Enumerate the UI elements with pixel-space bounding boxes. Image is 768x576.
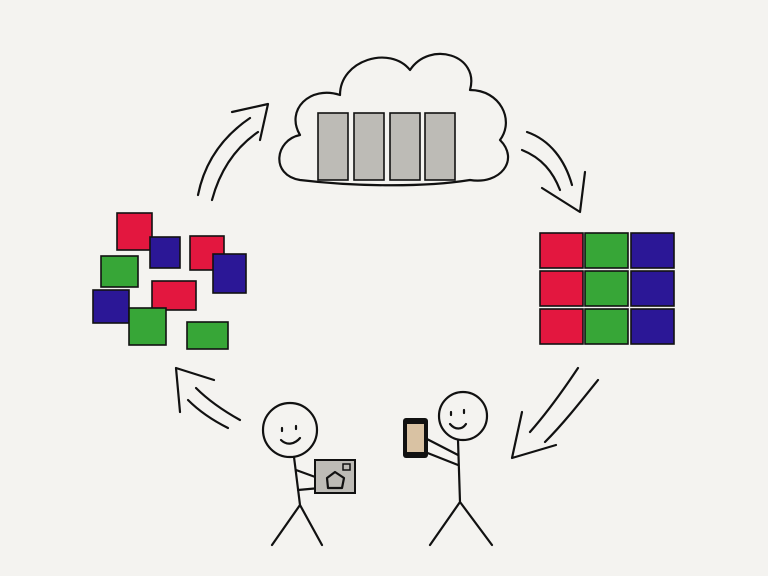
photo-tile bbox=[92, 289, 130, 324]
cycle-arrows bbox=[174, 102, 600, 460]
photo-tile bbox=[151, 280, 197, 311]
camera-icon bbox=[314, 459, 356, 494]
photo-tile bbox=[630, 270, 675, 307]
photo-tile bbox=[584, 270, 629, 307]
photo-tile bbox=[116, 212, 153, 251]
photo-tile bbox=[128, 307, 167, 346]
arrow-down-left bbox=[510, 366, 600, 460]
head bbox=[437, 390, 489, 442]
person-with-phone bbox=[403, 390, 494, 547]
photo-tile bbox=[539, 308, 584, 345]
person-with-camera bbox=[261, 401, 356, 547]
head bbox=[261, 401, 319, 459]
storage-bar bbox=[424, 112, 456, 181]
photo-tile bbox=[584, 308, 629, 345]
cloud-storage-icon bbox=[278, 52, 510, 187]
storage-bar bbox=[317, 112, 349, 181]
photo-tile bbox=[630, 308, 675, 345]
photo-tile bbox=[189, 235, 225, 271]
photo-tile bbox=[186, 321, 229, 350]
photo-tile bbox=[149, 236, 181, 269]
photo-tile bbox=[630, 232, 675, 269]
arrow-down-right bbox=[520, 130, 587, 214]
storage-bar bbox=[353, 112, 385, 181]
organized-photo-grid bbox=[539, 232, 675, 345]
scattered-photos bbox=[92, 212, 247, 350]
photo-tile bbox=[100, 255, 139, 288]
arrow-up-right bbox=[196, 102, 270, 202]
storage-bar bbox=[389, 112, 421, 181]
arrow-up-left bbox=[174, 366, 242, 430]
photo-tile bbox=[539, 232, 584, 269]
photo-tile bbox=[212, 253, 247, 294]
photo-tile bbox=[584, 232, 629, 269]
phone-icon bbox=[403, 418, 428, 458]
photo-tile bbox=[539, 270, 584, 307]
